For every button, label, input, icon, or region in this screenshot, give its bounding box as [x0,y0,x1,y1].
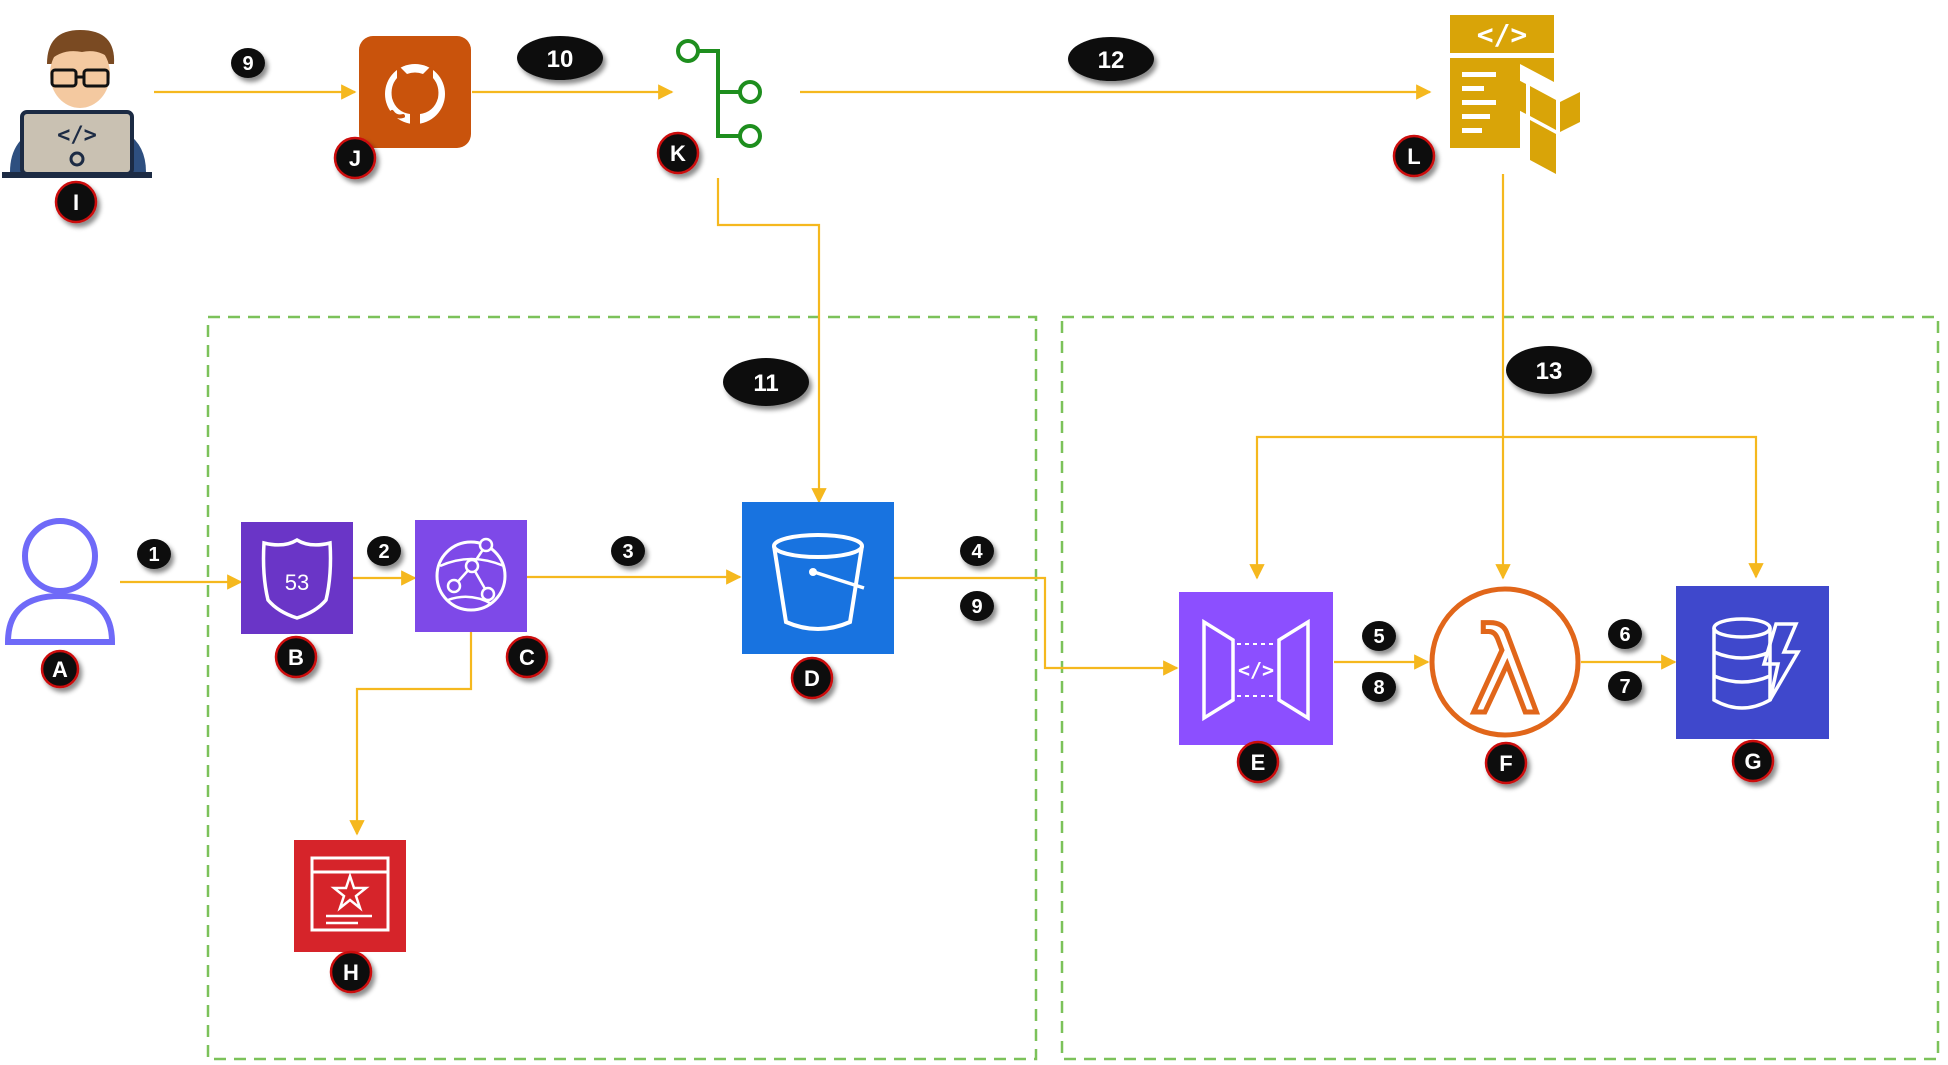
arrow-cloudfront-to-acm [349,632,473,836]
step-6: 6 [1619,624,1630,646]
step-9-developer: 9 [242,53,253,75]
badge-l: L [1407,144,1420,169]
terraform-code-glyph: </> [1477,18,1528,51]
badge-b: B [288,645,304,670]
badge-h: H [343,960,359,985]
step-5: 5 [1373,626,1384,648]
badge-i: I [73,190,79,215]
lambda-icon: λ [1429,586,1581,743]
backend-boundary [1060,315,1940,1061]
arrow-terraform-to-dynamodb [1503,435,1764,579]
step-11: 11 [753,370,778,397]
step-8: 8 [1373,677,1384,699]
pipeline-branch-icon [676,39,762,148]
step-12: 12 [1098,47,1125,74]
badge-k: K [670,141,686,166]
certificate-manager-icon [294,840,406,952]
apigw-code-glyph: </> [1238,658,1274,682]
badge-d: D [804,666,820,691]
arrow-s3-to-apigw [894,576,1179,676]
frontend-boundary [206,315,1038,1061]
step-1: 1 [148,544,159,566]
step-3: 3 [622,541,633,563]
route53-label: 53 [285,570,309,595]
s3-bucket-icon [742,502,894,654]
user-icon [4,518,116,645]
badge-c: C [519,645,535,670]
badge-a: A [52,657,68,682]
step-2: 2 [378,541,389,563]
code-glyph: </> [57,123,97,148]
badge-g: G [1744,749,1761,774]
lambda-glyph: λ [1470,602,1540,740]
step-9-bucket: 9 [971,596,982,618]
route53-icon: 53 [241,522,353,634]
step-markers: 9 10 12 11 13 1 2 3 4 9 5 8 6 7 [137,36,1642,702]
dynamodb-icon [1676,586,1829,739]
step-10: 10 [547,46,574,73]
github-icon [359,36,471,148]
step-4: 4 [971,541,983,563]
api-gateway-icon: </> [1179,592,1333,745]
badge-j: J [349,146,361,171]
cloudfront-icon [415,520,527,632]
arrow-terraform-to-apigw [1249,435,1503,580]
step-7: 7 [1619,676,1630,698]
step-13: 13 [1536,358,1563,385]
badge-f: F [1499,751,1512,776]
badge-e: E [1251,750,1266,775]
component-badges: I J K L A B C D H E F G [40,131,1775,994]
terraform-icon: </> [1450,15,1580,174]
developer-laptop-icon: </> [2,30,152,178]
arrow-pipeline-to-s3 [716,178,827,504]
